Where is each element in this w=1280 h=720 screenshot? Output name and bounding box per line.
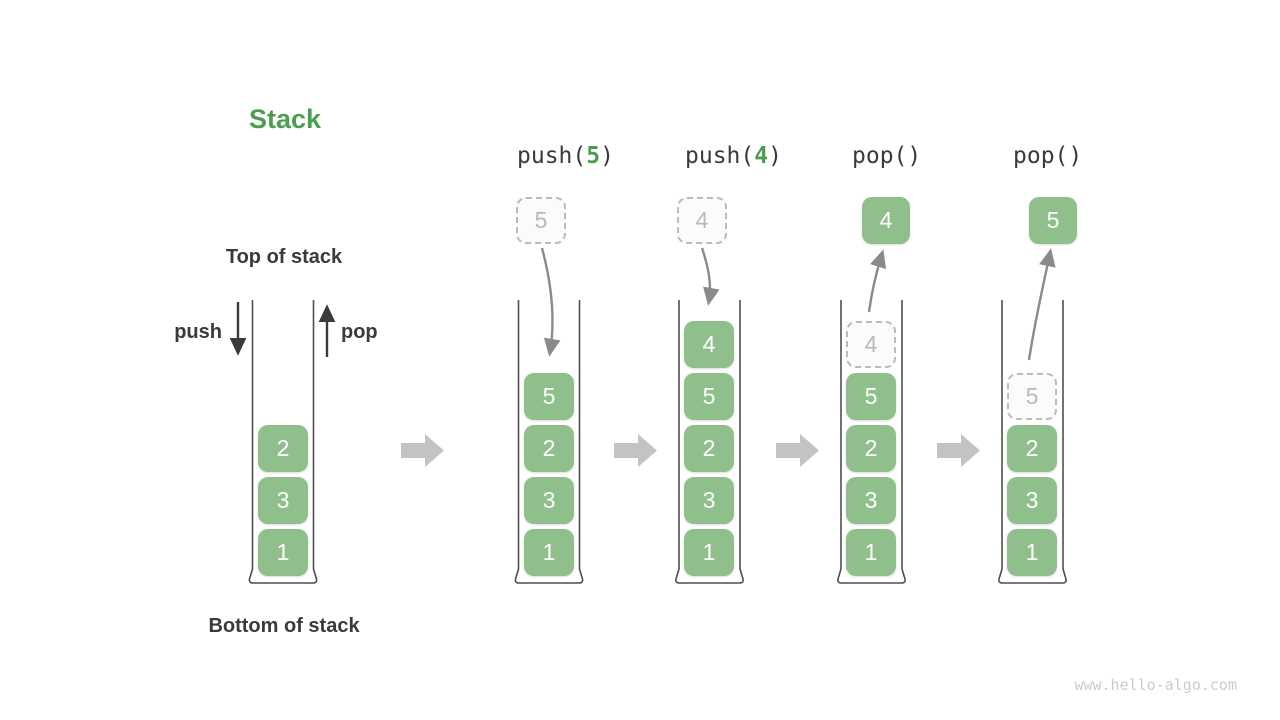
curved-up-arrow-pop4 [867,249,887,313]
stack-cell: 3 [524,477,574,524]
stack-cell: 1 [1007,529,1057,576]
stack-container-stage-3 [837,300,906,584]
stack-cell: 1 [846,529,896,576]
op-header-push4: push(4) [685,143,782,169]
stack-cell: 2 [1007,425,1057,472]
push-label: push [174,321,222,343]
op-pre: push( [685,143,755,169]
operand-box-ghost: 4 [677,197,727,244]
op-header-pop-1: pop() [852,143,921,169]
right-block-arrow-1 [401,434,444,467]
op-header-push5: push(5) [517,143,614,169]
popped-value-box: 5 [1029,197,1077,244]
stack-container-initial [248,300,318,584]
op-post: ) [600,143,614,169]
stack-cell: 3 [1007,477,1057,524]
stack-cell: 5 [684,373,734,420]
curved-up-arrow-pop5 [1027,248,1056,361]
op-arg: 5 [586,143,601,169]
stack-cell: 2 [258,425,308,472]
pop-label: pop [341,321,378,343]
curved-down-arrow-push5 [540,247,561,357]
right-block-arrow-3 [776,434,819,467]
op-post: ) [768,143,782,169]
stack-container-stage-4 [998,300,1067,584]
top-of-stack-label: Top of stack [225,246,343,268]
curved-down-arrow-push4 [700,247,720,306]
op-header-pop-2: pop() [1013,143,1082,169]
stack-container-stage-2 [675,300,744,584]
stack-cell: 2 [684,425,734,472]
stack-cell: 5 [524,373,574,420]
stack-cell: 5 [846,373,896,420]
op-pre: pop() [852,143,922,169]
right-block-arrow-2 [614,434,657,467]
watermark: www.hello-algo.com [1074,676,1237,694]
stack-cell: 2 [846,425,896,472]
stack-cell: 1 [258,529,308,576]
popped-value-box: 4 [862,197,910,244]
page-title: Stack [249,104,322,134]
op-pre: push( [517,143,587,169]
stack-cell: 3 [258,477,308,524]
stack-cell: 3 [846,477,896,524]
stack-cell-ghost: 5 [1007,373,1057,420]
stack-container-stage-1 [514,300,584,584]
stack-cell-ghost: 4 [846,321,896,368]
stack-cell: 4 [684,321,734,368]
bottom-of-stack-label: Bottom of stack [208,615,360,637]
right-block-arrow-4 [937,434,980,467]
op-pre: pop() [1013,143,1083,169]
stack-cell: 1 [684,529,734,576]
operand-box-ghost: 5 [516,197,566,244]
stack-cell: 3 [684,477,734,524]
stack-cell: 1 [524,529,574,576]
stack-cell: 2 [524,425,574,472]
op-arg: 4 [754,143,769,169]
